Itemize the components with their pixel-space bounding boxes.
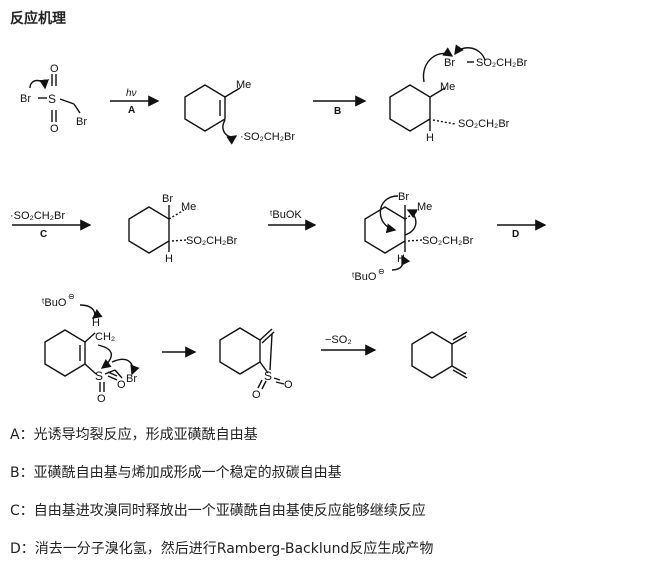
label-s-2: S bbox=[95, 369, 103, 383]
label-so2ch2br-4: ·SO₂CH₂Br bbox=[10, 210, 65, 222]
diene-product bbox=[411, 331, 468, 379]
label-minus-1: ⊖ bbox=[378, 267, 385, 276]
page-title: 反应机理 bbox=[10, 11, 66, 27]
label-h-1: H bbox=[426, 132, 434, 144]
label-br-3: Br bbox=[444, 57, 455, 69]
label-tbuo-1: ᵗBuO bbox=[352, 271, 377, 283]
note-d: D：消去一分子溴化氢，然后进行Ramberg-Backlund反应生成产物 bbox=[10, 541, 434, 557]
label-o-3b: O bbox=[284, 379, 293, 391]
label-step-b: B bbox=[334, 106, 341, 117]
notes-section: A：光诱导均裂反应，形成亚磺酰自由基 B：亚磺酰自由基与烯加成形成一个稳定的叔碳… bbox=[10, 425, 646, 577]
bromomethanesulfonyl-bromide bbox=[29, 74, 81, 122]
note-a: A：光诱导均裂反应，形成亚磺酰自由基 bbox=[10, 427, 258, 443]
label-minus-2: ⊖ bbox=[68, 292, 75, 301]
label-br-2: Br bbox=[76, 116, 87, 128]
note-c: C：自由基进攻溴同时释放出一个亚磺酰自由基使反应能够继续反应 bbox=[10, 503, 426, 519]
bromo-sulfone bbox=[128, 205, 187, 254]
label-h-3: H bbox=[397, 253, 405, 265]
label-h-4: H bbox=[92, 317, 100, 329]
label-me-3: Me bbox=[181, 201, 196, 213]
label-br-1: Br bbox=[20, 93, 31, 105]
label-s-3: S bbox=[264, 369, 272, 383]
label-so2ch2br-6: SO₂CH₂Br bbox=[422, 235, 474, 247]
label-tbuok: ᵗBuOK bbox=[270, 209, 302, 221]
label-step-d: D bbox=[512, 229, 519, 240]
elimination-intermediate bbox=[364, 195, 423, 271]
label-br-4: Br bbox=[162, 193, 173, 205]
ramberg-backlund-intermediate bbox=[44, 304, 140, 392]
label-me-2: Me bbox=[440, 81, 455, 93]
label-me-1: Me bbox=[236, 79, 251, 91]
label-so2ch2br-3: SO₂CH₂Br bbox=[458, 118, 510, 130]
label-me-4: Me bbox=[417, 201, 432, 213]
tertiary-radical bbox=[389, 44, 486, 132]
label-tbuo-2: ᵗBuO bbox=[42, 297, 67, 309]
label-minus-so2: −SO₂ bbox=[325, 334, 352, 346]
label-so2ch2br-1: ·SO₂CH₂Br bbox=[240, 131, 295, 143]
methylcyclohexene bbox=[184, 84, 241, 145]
label-o-2b: O bbox=[117, 379, 126, 391]
label-o-1b: O bbox=[50, 123, 59, 135]
label-ch2: CH₂ bbox=[95, 331, 115, 343]
label-hv: hν bbox=[126, 88, 137, 99]
label-o-2a: O bbox=[97, 393, 106, 405]
label-step-c: C bbox=[40, 229, 47, 240]
label-br-5: Br bbox=[398, 191, 409, 203]
label-so2ch2br-5: SO₂CH₂Br bbox=[186, 235, 238, 247]
episulfone bbox=[219, 327, 285, 390]
label-o-1a: O bbox=[50, 63, 59, 75]
note-b: B：亚磺酰自由基与烯加成形成一个稳定的叔碳自由基 bbox=[10, 465, 342, 481]
label-step-a: A bbox=[128, 105, 135, 116]
label-o-3a: O bbox=[252, 389, 261, 401]
reaction-mechanism-scheme: Br S O O Br hν A Me ·SO₂CH₂Br B Br SO₂CH… bbox=[10, 44, 547, 405]
label-h-2: H bbox=[165, 253, 173, 265]
label-so2ch2br-2: SO₂CH₂Br bbox=[476, 57, 528, 69]
label-br-6: Br bbox=[126, 373, 137, 385]
label-s-1: S bbox=[48, 92, 56, 106]
